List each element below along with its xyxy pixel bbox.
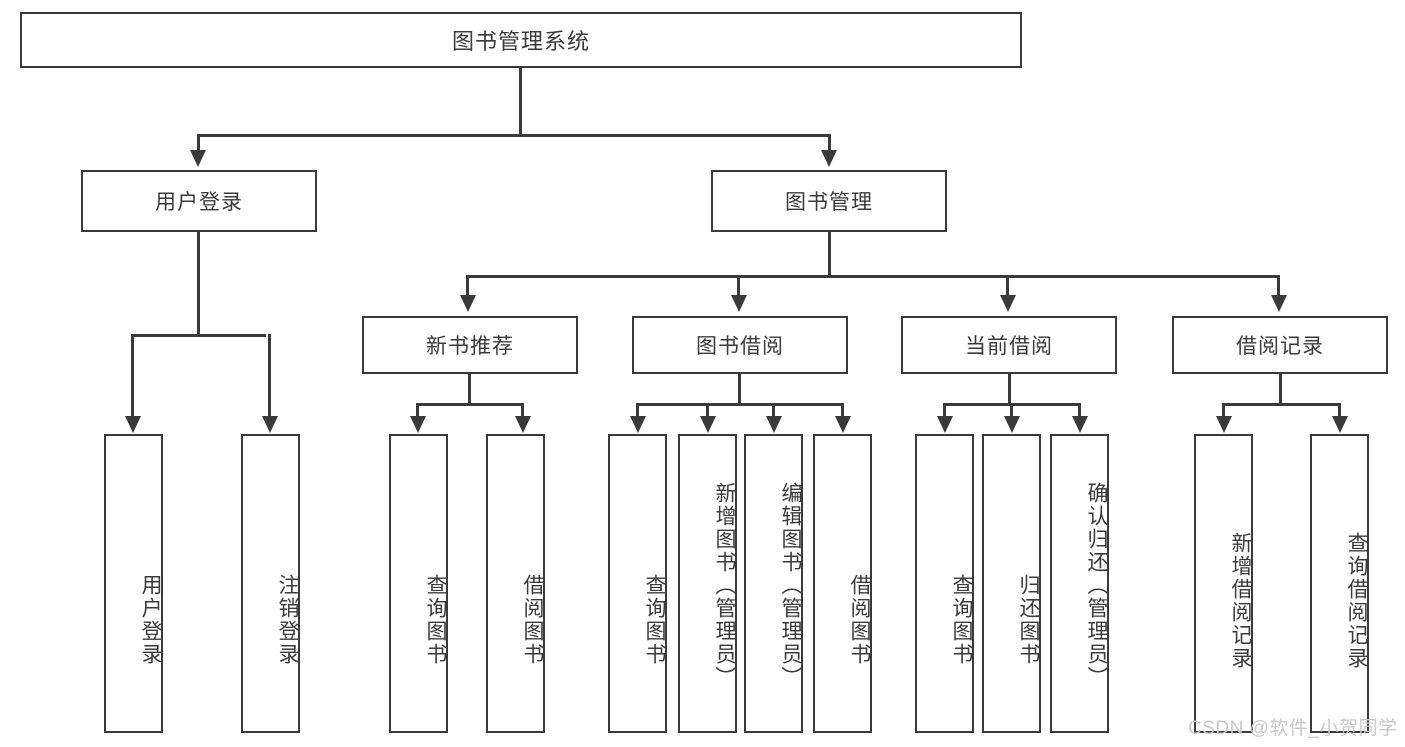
node-leaf-query-borrow-record[interactable]: 查询借阅记录 xyxy=(1310,434,1369,733)
node-user-login[interactable]: 用户登录 xyxy=(81,170,317,232)
connector-user-login-bus xyxy=(131,334,266,337)
arrowhead-nbr-leaf-2 xyxy=(515,416,531,433)
node-leaf-logout-login[interactable]: 注销登录 xyxy=(241,434,300,733)
node-book-management[interactable]: 图书管理 xyxy=(711,170,947,232)
arrowhead-bb-leaf-1 xyxy=(630,416,646,433)
connector-user-login-stem xyxy=(197,232,200,337)
connector-bb-drop-4 xyxy=(841,403,844,418)
arrowhead-cb-leaf-2 xyxy=(1004,416,1020,433)
arrowhead-cb-leaf-3 xyxy=(1072,416,1088,433)
connector-user-login-drop-1 xyxy=(131,334,134,418)
connector-cb-drop-2 xyxy=(1010,403,1013,418)
node-new-book-recommend[interactable]: 新书推荐 xyxy=(362,316,578,374)
connector-nbr-stem xyxy=(468,374,471,406)
connector-bb-drop-1 xyxy=(636,403,639,418)
arrowhead-bm-to-book-borrow xyxy=(731,295,747,312)
arrowhead-bb-leaf-3 xyxy=(766,416,782,433)
node-leaf-return-book[interactable]: 归还图书 xyxy=(982,434,1041,733)
node-root-book-management-system[interactable]: 图书管理系统 xyxy=(20,12,1022,68)
connector-book-management-stem xyxy=(828,232,831,278)
node-leaf-query-book-1[interactable]: 查询图书 xyxy=(389,434,448,733)
node-leaf-add-book[interactable]: 新增图书（管理员） xyxy=(678,434,737,733)
arrowhead-bm-to-new-book-recommend xyxy=(460,295,476,312)
arrowhead-bm-to-borrow-record xyxy=(1271,295,1287,312)
connector-book-management-bus xyxy=(466,275,1280,278)
connector-cb-drop-3 xyxy=(1078,403,1081,418)
arrowhead-root-to-user-login xyxy=(190,150,206,167)
connector-root-stem xyxy=(519,68,522,136)
node-leaf-borrow-book-2[interactable]: 借阅图书 xyxy=(813,434,872,733)
connector-br-drop-2 xyxy=(1338,403,1341,418)
node-leaf-add-borrow-record[interactable]: 新增借阅记录 xyxy=(1194,434,1253,733)
arrowhead-root-to-book-management xyxy=(821,150,837,167)
connector-br-drop-1 xyxy=(1222,403,1225,418)
node-leaf-borrow-book-1[interactable]: 借阅图书 xyxy=(486,434,545,733)
connector-user-login-drop-2 xyxy=(268,334,271,418)
node-leaf-user-login[interactable]: 用户登录 xyxy=(104,434,163,733)
arrowhead-bm-to-current-borrow xyxy=(1000,295,1016,312)
connector-bm-drop-3 xyxy=(1006,275,1009,297)
connector-bm-drop-4 xyxy=(1277,275,1280,297)
connector-br-bus xyxy=(1222,403,1340,406)
connector-root-bus xyxy=(197,134,831,137)
arrowhead-bb-leaf-2 xyxy=(700,416,716,433)
connector-bb-drop-3 xyxy=(772,403,775,418)
node-leaf-query-book-3[interactable]: 查询图书 xyxy=(915,434,974,733)
connector-nbr-drop-2 xyxy=(521,403,524,418)
connector-br-stem xyxy=(1279,374,1282,406)
connector-bb-stem xyxy=(738,374,741,406)
connector-cb-drop-1 xyxy=(943,403,946,418)
arrowhead-nbr-leaf-1 xyxy=(410,416,426,433)
arrowhead-bb-leaf-4 xyxy=(835,416,851,433)
connector-root-to-user-login xyxy=(197,134,200,152)
connector-bb-drop-2 xyxy=(706,403,709,418)
arrowhead-br-leaf-1 xyxy=(1216,416,1232,433)
node-book-borrow[interactable]: 图书借阅 xyxy=(632,316,848,374)
node-leaf-confirm-return[interactable]: 确认归还（管理员） xyxy=(1050,434,1109,733)
connector-bm-drop-1 xyxy=(466,275,469,297)
connector-nbr-drop-1 xyxy=(416,403,419,418)
node-borrow-record[interactable]: 借阅记录 xyxy=(1172,316,1388,374)
node-leaf-edit-book[interactable]: 编辑图书（管理员） xyxy=(744,434,803,733)
connector-cb-stem xyxy=(1008,374,1011,406)
connector-bb-bus xyxy=(636,403,844,406)
node-current-borrow[interactable]: 当前借阅 xyxy=(901,316,1117,374)
connector-nbr-bus xyxy=(416,403,523,406)
arrowhead-cb-leaf-1 xyxy=(937,416,953,433)
connector-bm-drop-2 xyxy=(737,275,740,297)
node-leaf-query-book-2[interactable]: 查询图书 xyxy=(608,434,667,733)
connector-root-to-book-management xyxy=(828,134,831,152)
arrowhead-user-login-leaf-2 xyxy=(262,416,278,433)
arrowhead-user-login-leaf-1 xyxy=(125,416,141,433)
arrowhead-br-leaf-2 xyxy=(1332,416,1348,433)
